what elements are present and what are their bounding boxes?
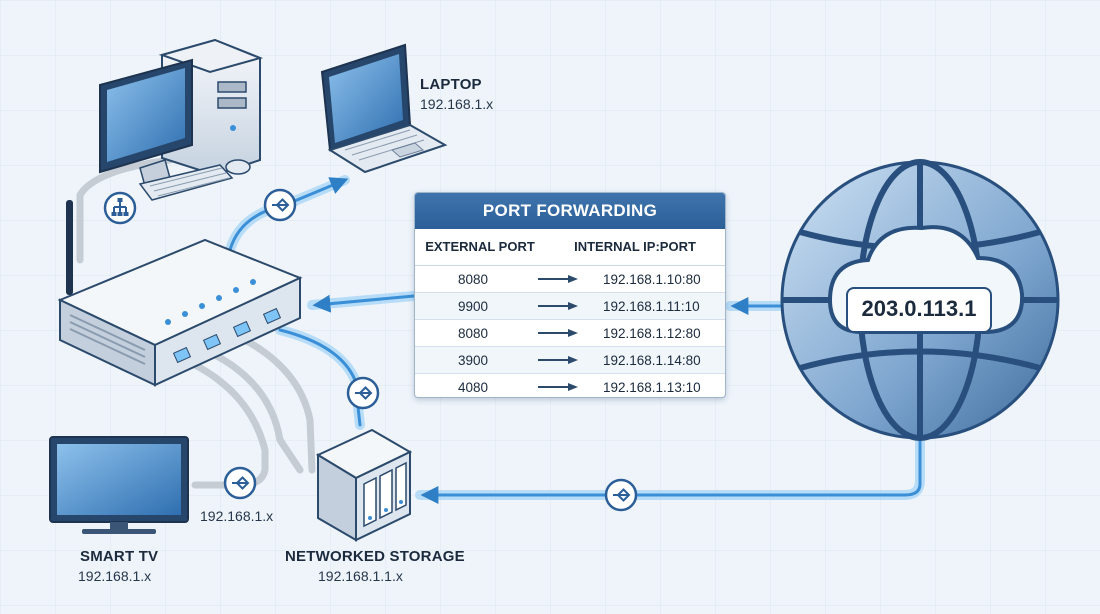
external-port-cell: 4080	[457, 379, 489, 395]
internal-ip-port-cell: 192.168.1.11:10	[603, 298, 700, 314]
table-title: PORT FORWARDING	[415, 193, 725, 229]
laptop-icon	[320, 43, 448, 174]
link-share-icon	[604, 478, 638, 512]
table-row: 8080 192.168.1.10:80	[415, 266, 725, 293]
external-port-cell: 9900	[457, 298, 489, 314]
column-header-external-port: EXTERNAL PORT	[425, 239, 535, 254]
link-share-icon	[223, 466, 257, 500]
column-header-internal-ip-port: INTERNAL IP:PORT	[574, 239, 696, 254]
port-forwarding-table: PORT FORWARDING EXTERNAL PORT INTERNAL I…	[414, 192, 726, 398]
right-arrow-icon	[523, 274, 593, 284]
router-icon	[57, 200, 303, 387]
internal-ip-port-cell: 192.168.1.14:80	[603, 352, 701, 368]
nas-storage-icon	[315, 428, 413, 542]
link-share-icon	[346, 376, 380, 410]
storage-ip: 192.168.1.1.x	[318, 568, 403, 584]
right-arrow-icon	[523, 328, 593, 338]
internal-ip-port-cell: 192.168.1.12:80	[603, 325, 701, 341]
link-share-icon	[263, 188, 297, 222]
right-arrow-icon	[523, 301, 593, 311]
smart-tv-side-ip: 192.168.1.x	[200, 508, 274, 524]
table-header-row: EXTERNAL PORT INTERNAL IP:PORT	[415, 229, 725, 266]
internal-ip-port-cell: 192.168.1.10:80	[603, 271, 701, 287]
table-row: 8080 192.168.1.12:80	[415, 320, 725, 347]
external-port-cell: 8080	[457, 325, 489, 341]
storage-title: NETWORKED STORAGE	[285, 548, 465, 565]
smart-tv-title: SMART TV	[80, 548, 159, 565]
smart-tv-ip: 192.168.1.x	[78, 568, 152, 584]
laptop-title: LAPTOP	[420, 76, 482, 93]
external-port-cell: 3900	[457, 352, 489, 368]
smart-tv-icon	[49, 436, 189, 534]
internal-ip-port-cell: 192.168.1.13:10	[603, 379, 701, 395]
desktop-computer-icon	[99, 38, 264, 201]
right-arrow-icon	[523, 355, 593, 365]
table-body: 8080 192.168.1.10:80 9900 192.168.1.11:1…	[415, 266, 725, 397]
network-hub-icon	[103, 191, 137, 225]
external-port-cell: 8080	[457, 271, 489, 287]
public-ip-badge: 203.0.113.1	[846, 287, 992, 333]
table-row: 9900 192.168.1.11:10	[415, 293, 725, 320]
link-lines	[76, 156, 929, 504]
right-arrow-icon	[523, 382, 593, 392]
table-row: 4080 192.168.1.13:10	[415, 374, 725, 397]
table-row: 3900 192.168.1.14:80	[415, 347, 725, 374]
laptop-ip: 192.168.1.x	[420, 96, 494, 112]
